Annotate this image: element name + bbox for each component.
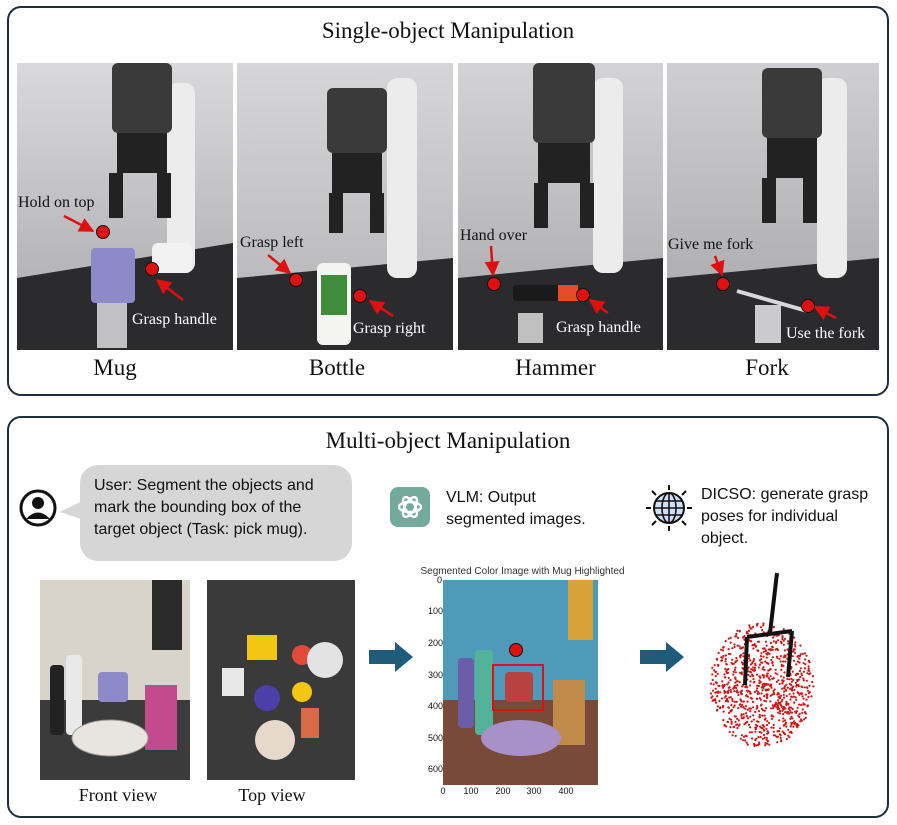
x-tick: 200 [495,786,511,796]
user-icon [18,488,58,528]
y-tick: 400 [428,701,444,711]
grasp-point [801,299,815,313]
grasp-point [289,273,303,287]
openai-icon [390,487,430,527]
front-view-caption: Front view [78,785,158,805]
user-message-bubble: User: Segment the objects and mark the b… [80,465,352,561]
caption-mug: Mug [93,355,137,380]
y-tick: 300 [428,670,444,680]
x-tick: 400 [558,786,574,796]
caption-bottle: Bottle [308,355,366,380]
top-view-photo [207,580,355,780]
bubble-tail [60,500,84,520]
label-grasp-right: Grasp right [353,320,426,337]
grasp-point [145,262,159,276]
multi-object-title: Multi-object Manipulation [325,428,571,453]
globe-icon [645,484,693,532]
caption-fork: Fork [745,355,789,380]
grasp-point [716,277,730,291]
label-grasp-left: Grasp left [240,234,304,251]
x-tick: 100 [463,786,479,796]
target-point [509,643,523,657]
grasp-point [576,288,590,302]
bottle-photo [237,63,453,350]
hammer-photo [458,63,663,350]
single-object-title: Single-object Manipulation [321,18,575,43]
label-use-the-fork: Use the fork [786,325,866,342]
segmented-image-title: Segmented Color Image with Mug Highlight… [420,566,625,577]
dicso-text: DICSO: generate grasp poses for individu… [701,486,869,547]
gripper-pose [743,572,794,686]
fork-photo [667,63,879,350]
label-give-me-fork: Give me fork [668,236,754,253]
grasp-point [96,225,110,239]
arrow-right-icon [640,642,684,672]
arrow-right-icon [369,642,413,672]
y-tick: 0 [436,575,442,585]
x-tick: 0 [440,786,446,796]
label-hold-on-top: Hold on top [18,194,95,211]
y-tick: 500 [428,733,444,743]
y-tick: 100 [428,606,444,616]
label-hand-over: Hand over [460,227,528,244]
label-grasp-handle-hammer: Grasp handle [556,319,641,336]
y-tick: 600 [428,764,444,774]
segmented-image [443,580,598,785]
front-view-photo [40,580,190,780]
x-tick: 300 [526,786,542,796]
point-cloud [709,572,815,748]
mug-photo [17,63,233,350]
single-arrows [63,214,837,320]
label-grasp-handle: Grasp handle [132,311,217,328]
top-view-caption: Top view [238,785,306,805]
grasp-point [487,277,501,291]
y-tick: 200 [428,638,444,648]
vlm-text: VLM: Output segmented images. [446,489,586,528]
caption-hammer: Hammer [515,355,596,380]
grasp-point [353,289,367,303]
